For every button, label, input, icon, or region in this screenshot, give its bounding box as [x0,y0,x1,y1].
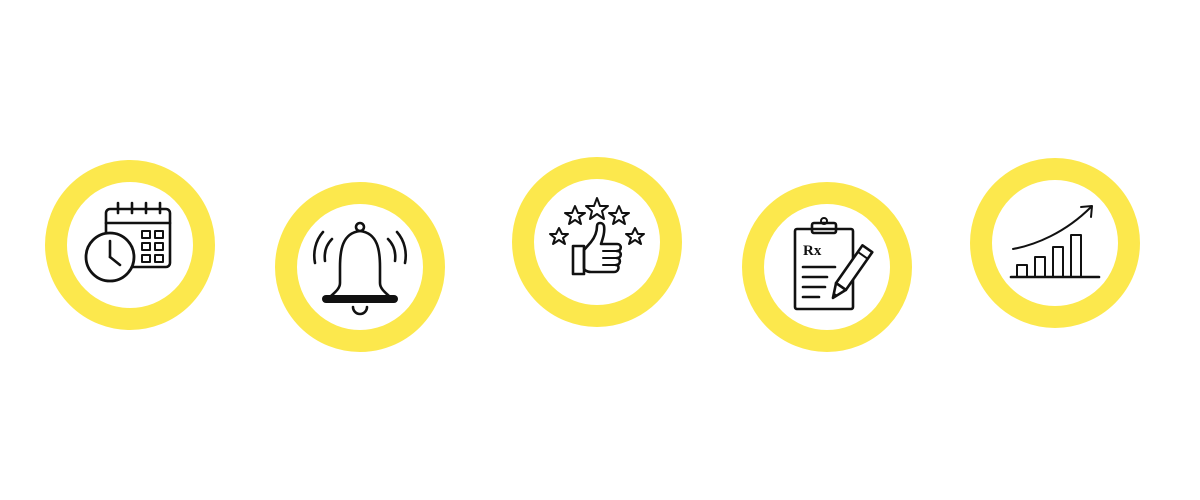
rx-label: Rx [803,243,822,259]
bell-badge [275,182,445,352]
calendar-clock-icon [84,201,172,283]
thumbs-up-stars-icon [549,197,645,276]
growth-chart-icon [1009,205,1101,279]
rating-badge [512,157,682,327]
growth-badge [970,158,1140,328]
prescription-clipboard-icon: Rx [793,217,874,311]
ringing-bell-icon [312,221,408,316]
prescription-badge: Rx [742,182,912,352]
calendar-clock-badge [45,160,215,330]
